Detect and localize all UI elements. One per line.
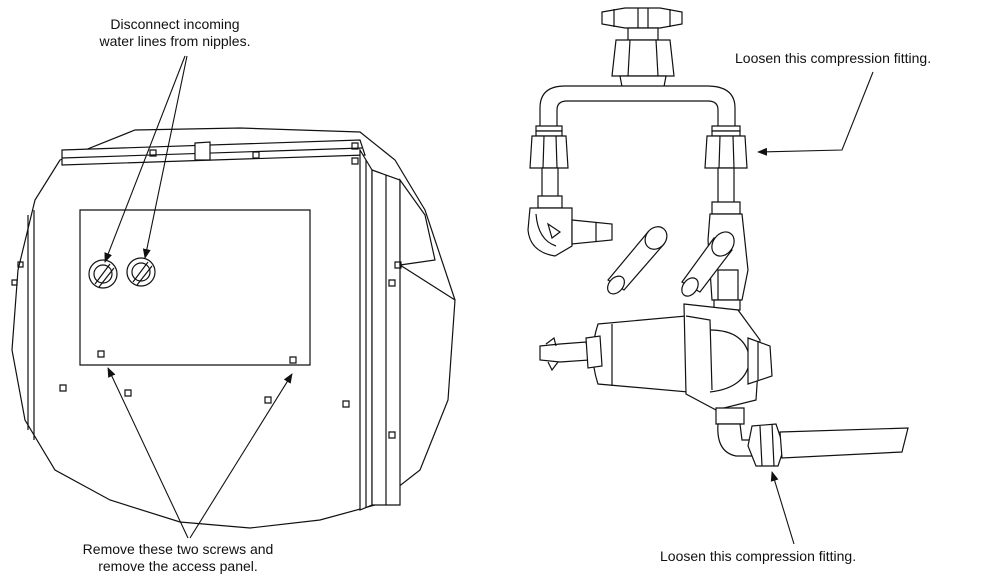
- callout-disconnect-line2: water lines from nipples.: [99, 33, 251, 49]
- arrow-to-nipple-right: [142, 56, 187, 259]
- arrow-to-screw-left: [108, 367, 188, 538]
- valve-assembly-illustration: [528, 8, 908, 466]
- valve-housing: [684, 304, 760, 410]
- callout-arrows-left: [105, 56, 293, 538]
- arrow-to-bottom-fitting: [770, 471, 794, 544]
- callout-top-fitting: Loosen this compression fitting.: [735, 50, 1000, 67]
- callout-top-fitting-text: Loosen this compression fitting.: [735, 50, 932, 66]
- callout-remove-screws: Remove these two screws and remove the a…: [58, 541, 298, 575]
- compression-nut-bottom: [748, 424, 784, 466]
- callout-disconnect-line1: Disconnect incoming: [110, 16, 240, 32]
- panel-screw-left: [98, 351, 104, 357]
- callout-screws-line1: Remove these two screws and: [82, 541, 274, 557]
- top-knob: [602, 8, 682, 28]
- arrow-to-top-fitting: [757, 72, 873, 156]
- compression-nut-top-left: [530, 136, 568, 168]
- water-nipple-right: [127, 258, 155, 286]
- solenoid-coil: [593, 316, 688, 392]
- outlet-tube: [780, 428, 908, 458]
- callout-screws-line2: remove the access panel.: [98, 558, 258, 574]
- thread-right: [712, 126, 740, 136]
- top-hex-nut: [612, 40, 674, 76]
- thread-left: [536, 126, 562, 136]
- valve-cap: [748, 338, 772, 384]
- outlet-elbow: [718, 424, 754, 456]
- arrow-to-nipple-left: [105, 56, 185, 263]
- water-nipple-left: [89, 260, 117, 288]
- callout-bottom-fitting: Loosen this compression fitting.: [660, 548, 925, 565]
- callout-disconnect-lines: Disconnect incoming water lines from nip…: [75, 16, 275, 50]
- access-panel: [80, 210, 310, 365]
- callout-bottom-fitting-text: Loosen this compression fitting.: [660, 548, 857, 564]
- cabinet-illustration: [12, 128, 455, 528]
- solenoid-terminal: [540, 342, 590, 362]
- arrow-to-screw-right: [190, 373, 293, 538]
- cabinet-screws: [12, 143, 401, 438]
- callout-arrows-right: [757, 72, 873, 544]
- u-tube: [540, 86, 735, 128]
- compression-nut-top-right: [705, 136, 747, 168]
- panel-screw-right: [290, 357, 296, 363]
